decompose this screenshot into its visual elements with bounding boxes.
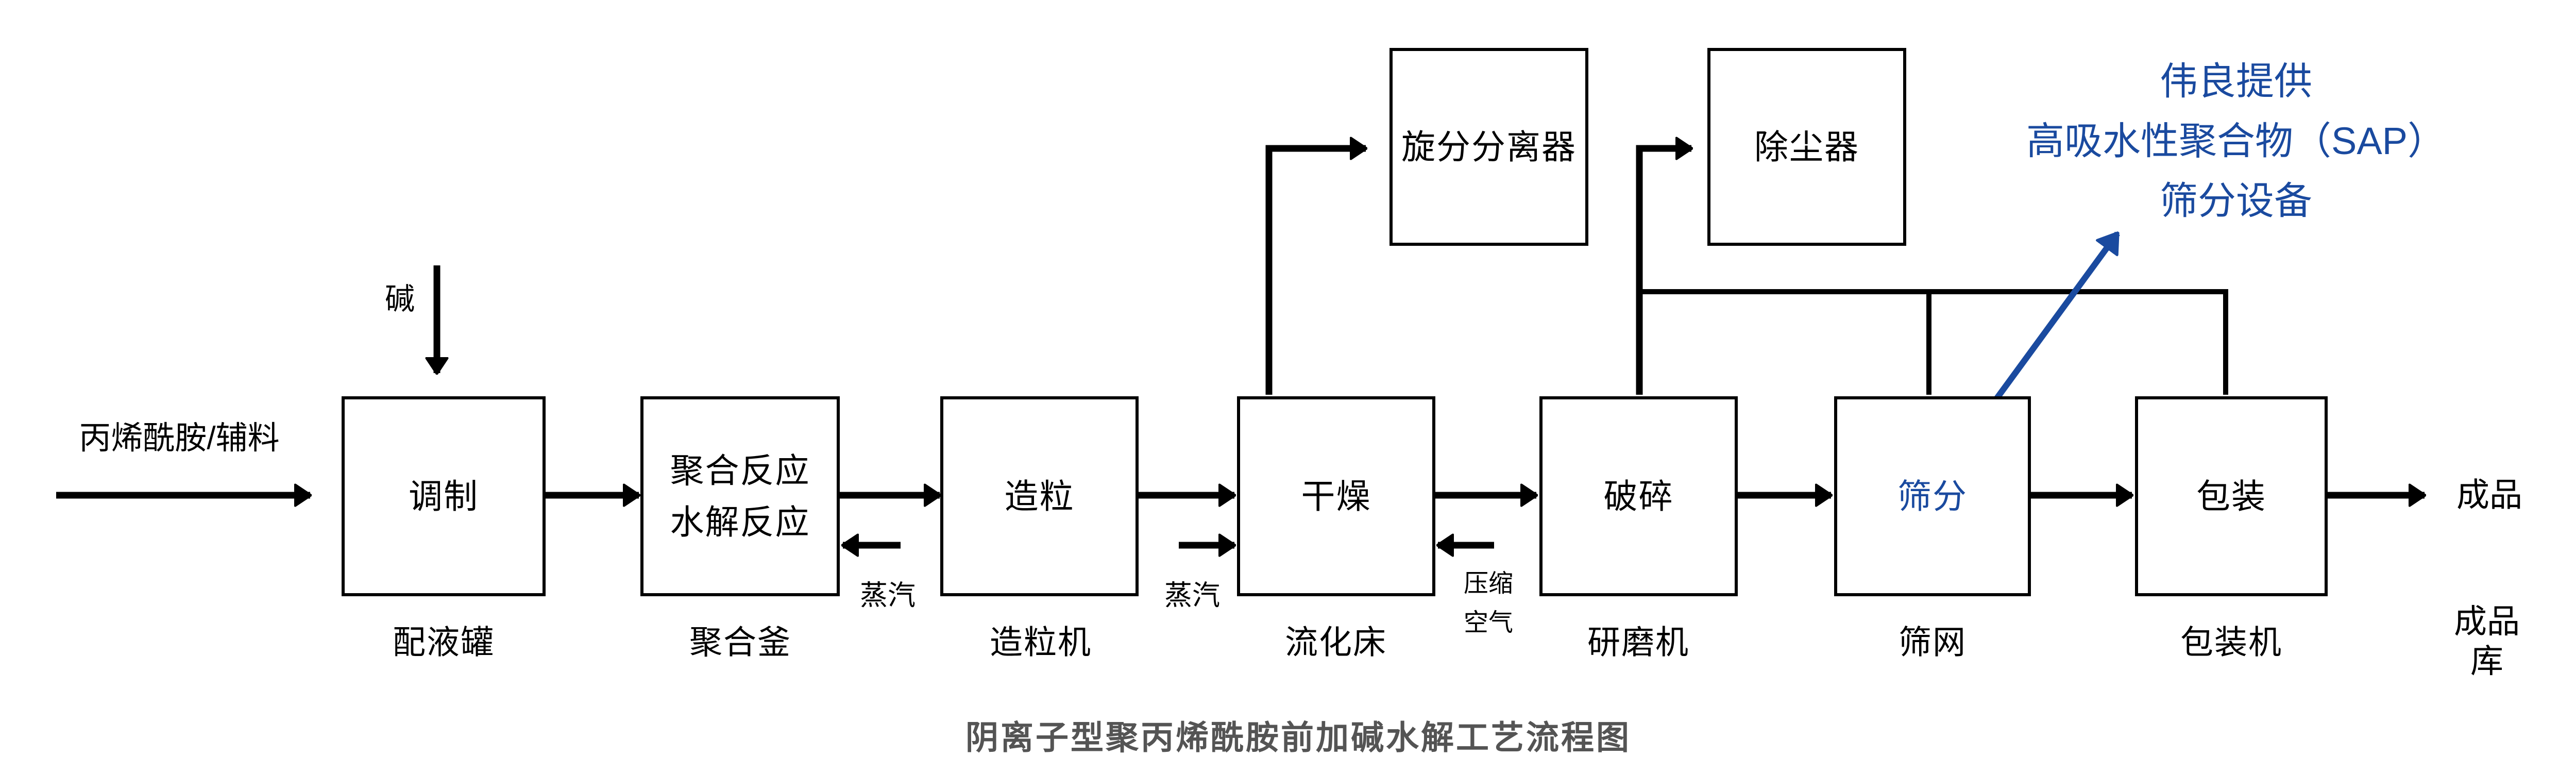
box-conditioning-label: 调制 bbox=[409, 477, 479, 515]
box-crushing-label: 破碎 bbox=[1603, 477, 1674, 515]
box-packing-label: 包装 bbox=[2196, 477, 2266, 515]
equipment-label-mixing-tank: 配液罐 bbox=[393, 624, 495, 661]
feed-stream-label: 丙烯酰胺/辅料 bbox=[79, 420, 280, 456]
box-conditioning: 调制 bbox=[342, 396, 546, 596]
diagram-caption: 阴离子型聚丙烯酰胺前加碱水解工艺流程图 bbox=[965, 719, 1631, 757]
box-crushing: 破碎 bbox=[1539, 396, 1738, 596]
box-granulation-label: 造粒 bbox=[1004, 477, 1075, 515]
duct-fines-collection bbox=[1639, 289, 2228, 395]
box-screening: 筛分 bbox=[1834, 396, 2031, 596]
box-packing: 包装 bbox=[2135, 396, 2328, 596]
box-polymerization-hydrolysis-label: 聚合反应 水解反应 bbox=[670, 451, 810, 541]
steam-label-1: 蒸汽 bbox=[860, 580, 916, 611]
alkali-stream-label: 碱 bbox=[384, 282, 415, 316]
equipment-label-fluidized-bed: 流化床 bbox=[1285, 624, 1387, 661]
vendor-annotation-line-3: 筛分设备 bbox=[2159, 179, 2312, 222]
box-dust-collector: 除尘器 bbox=[1707, 48, 1906, 246]
steam-label-2: 蒸汽 bbox=[1164, 580, 1220, 611]
equipment-label-screen-mesh: 筛网 bbox=[1899, 624, 1967, 661]
box-cyclone-separator-label: 旋分分离器 bbox=[1401, 128, 1577, 166]
product-label: 成品 bbox=[2456, 476, 2522, 514]
box-cyclone-separator: 旋分分离器 bbox=[1389, 48, 1588, 246]
duct-dryer-to-cyclone bbox=[1265, 148, 1366, 395]
box-drying-label: 干燥 bbox=[1301, 477, 1371, 515]
box-polymerization-hydrolysis: 聚合反应 水解反应 bbox=[640, 396, 840, 596]
equipment-label-packing-machine: 包装机 bbox=[2180, 624, 2282, 661]
box-screening-label: 筛分 bbox=[1897, 477, 1968, 515]
box-drying: 干燥 bbox=[1237, 396, 1435, 596]
equipment-label-polymerizer: 聚合釜 bbox=[689, 624, 791, 661]
vendor-annotation: 伟良提供 高吸水性聚合物（SAP） 筛分设备 bbox=[2026, 52, 2446, 231]
duct-crusher-to-dust-collector bbox=[1636, 148, 1691, 395]
box-dust-collector-label: 除尘器 bbox=[1754, 128, 1859, 166]
product-storage-label: 成品库 bbox=[2454, 603, 2520, 680]
vendor-annotation-line-1: 伟良提供 bbox=[2159, 60, 2312, 103]
compressed-air-label: 压缩 空气 bbox=[1463, 570, 1514, 636]
equipment-label-grinder: 研磨机 bbox=[1587, 624, 1689, 661]
vendor-annotation-line-2: 高吸水性聚合物（SAP） bbox=[2026, 120, 2446, 162]
box-granulation: 造粒 bbox=[940, 396, 1139, 596]
equipment-label-granulator: 造粒机 bbox=[990, 624, 1092, 661]
